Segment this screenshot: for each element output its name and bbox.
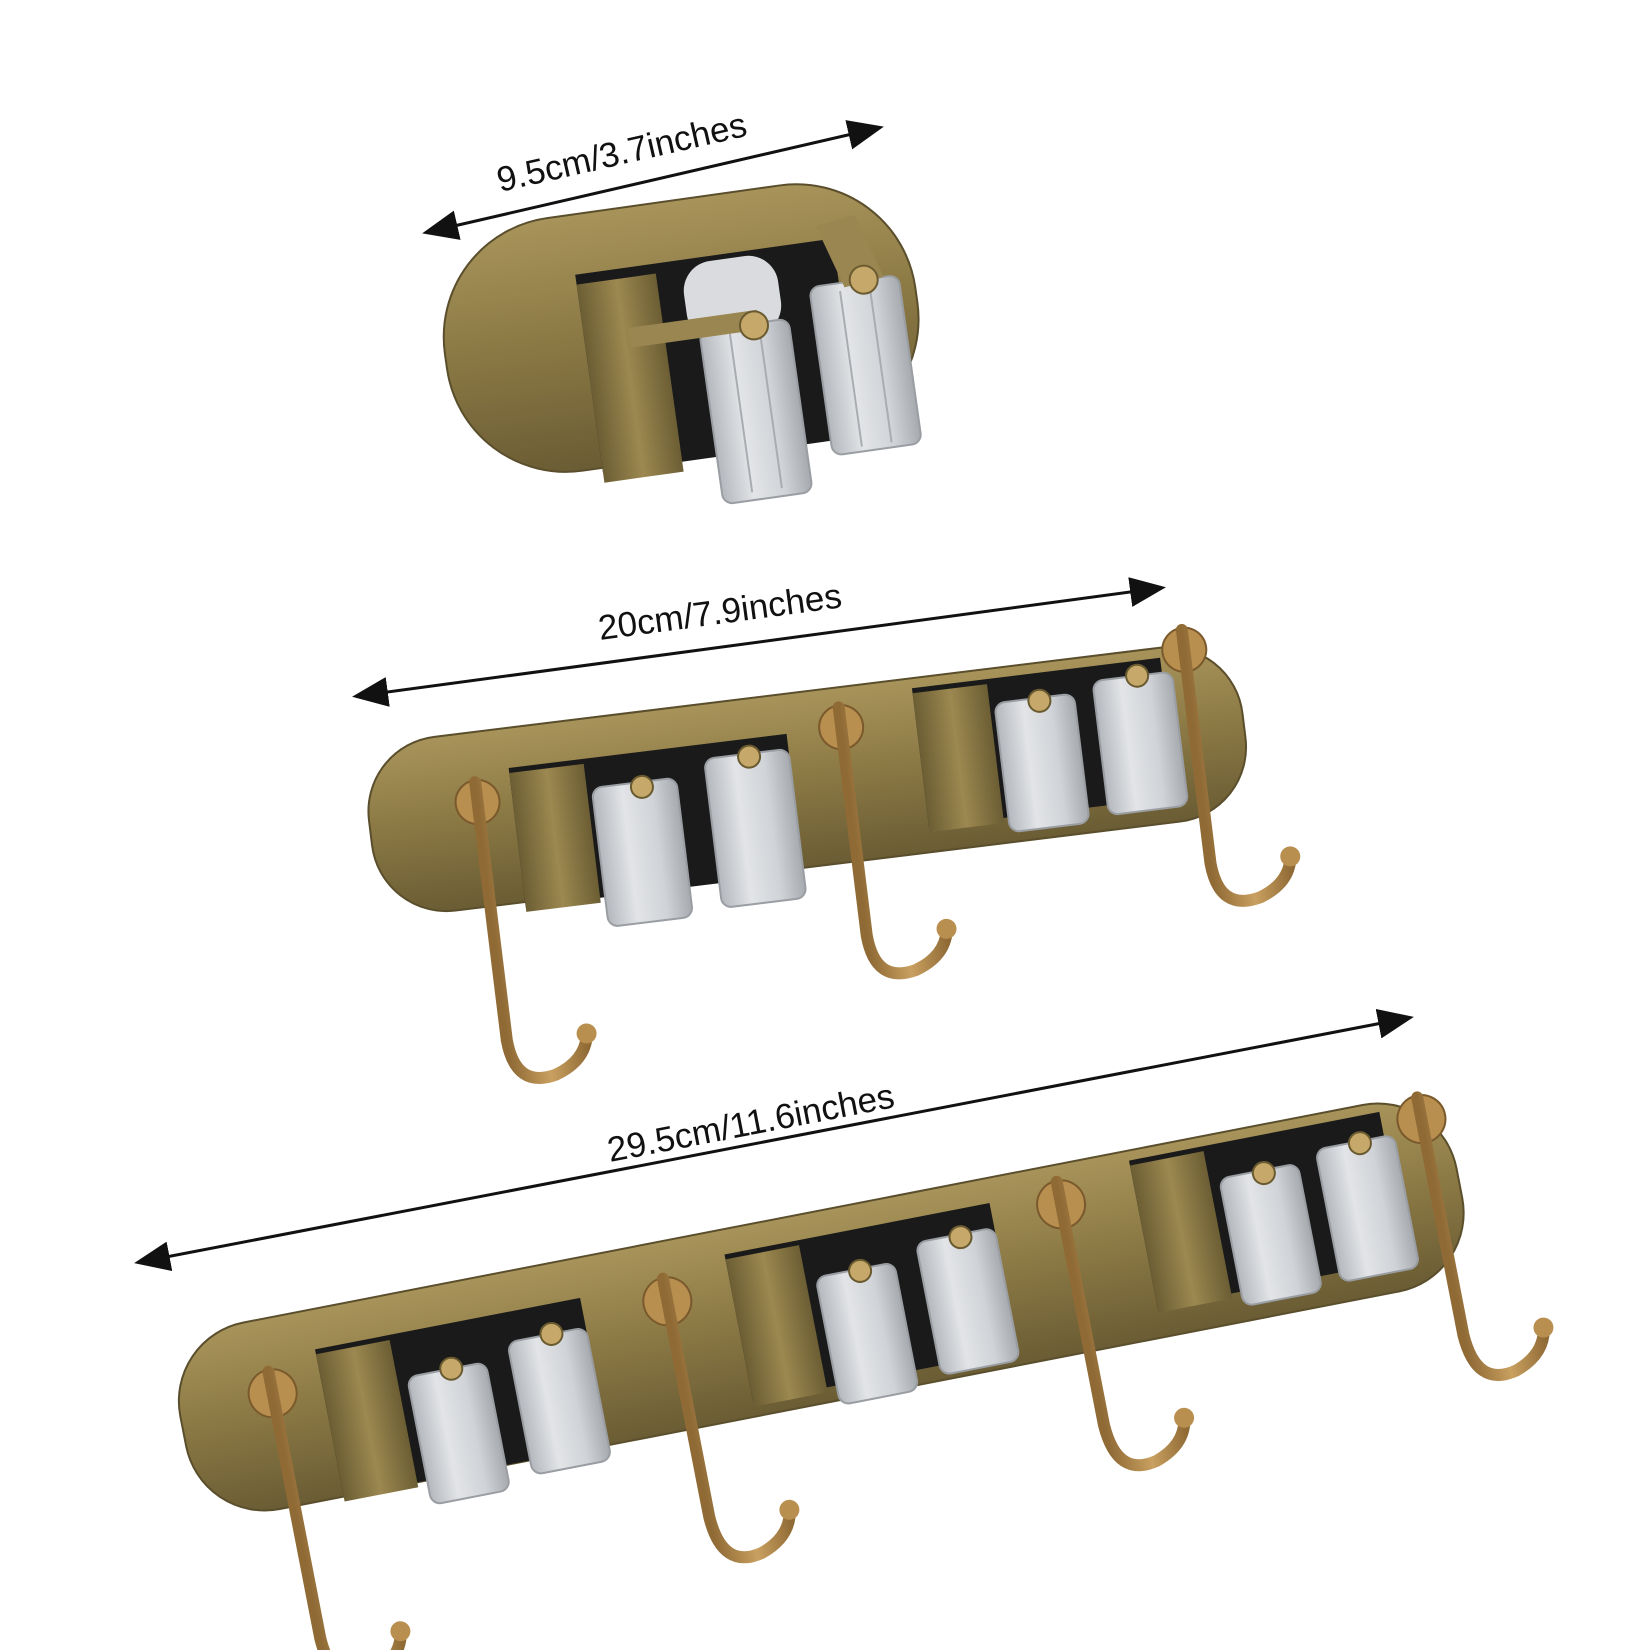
- dimension-label-large: 29.5cm/11.6inches: [604, 1076, 897, 1169]
- holder-medium: [367, 623, 1301, 1084]
- hook-large-2: [642, 1272, 800, 1564]
- holder-small: [442, 183, 922, 505]
- dimension-arrow-small: [422, 120, 884, 240]
- holder-large-slot-3: [1128, 1111, 1419, 1313]
- holder-large-slot-1: [315, 1297, 611, 1505]
- hook-medium-3: [1161, 623, 1301, 907]
- holder-large-slot-2: [724, 1202, 1020, 1407]
- hook-medium-2: [818, 701, 957, 980]
- dimension-label-small: 9.5cm/3.7inches: [493, 105, 750, 199]
- hook-large-3: [1036, 1175, 1195, 1472]
- holder-small-clip: [575, 215, 922, 505]
- dimension-arrow-medium: [352, 577, 1166, 707]
- hook-large-4: [1396, 1091, 1554, 1381]
- dimension-arrow-large: [134, 1008, 1414, 1272]
- dimension-label-medium: 20cm/7.9inches: [596, 576, 844, 647]
- holder-large: [177, 1091, 1554, 1650]
- holder-medium-slot-2: [911, 657, 1189, 833]
- hook-large-1: [247, 1365, 411, 1650]
- holder-medium-slot-1: [508, 733, 807, 927]
